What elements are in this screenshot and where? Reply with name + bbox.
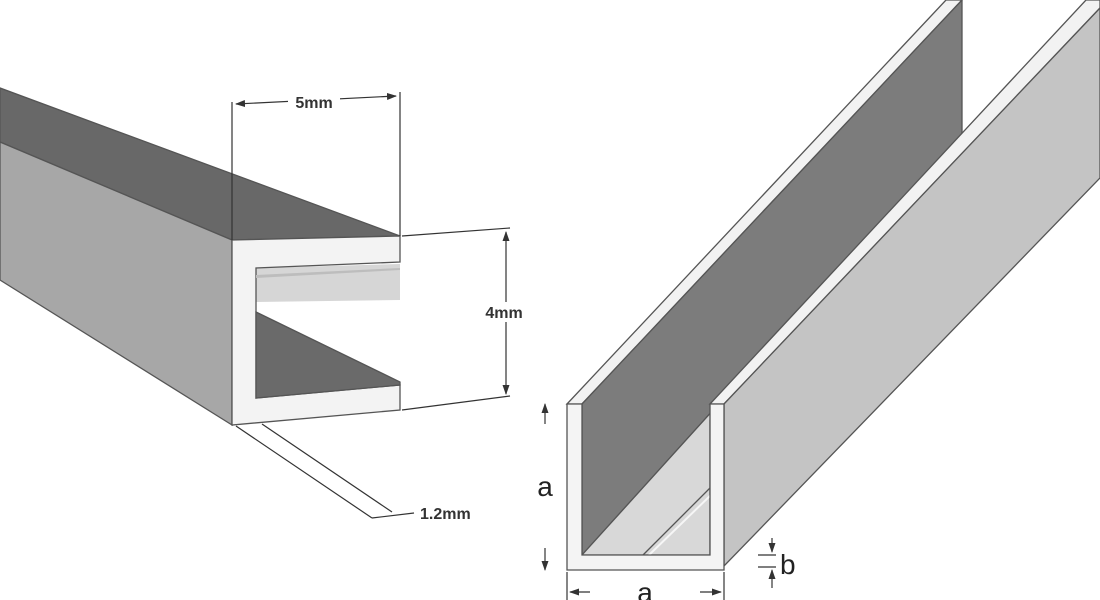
thickness-1.2mm-label: 1.2mm: [420, 506, 471, 523]
width-a-label: a: [637, 577, 653, 600]
height-4mm-label: 4mm: [485, 305, 522, 322]
left-channel-inner-shade: [256, 268, 400, 278]
thickness-b-label: b: [780, 549, 796, 580]
right-dimensions: a a b: [537, 403, 796, 600]
left-c-channel: [0, 87, 401, 427]
left-channel-bottom-flange: [255, 310, 401, 399]
width-5mm-label: 5mm: [295, 95, 332, 112]
right-channel-cross-section: [566, 403, 725, 571]
height-a-label: a: [537, 471, 553, 502]
right-u-channel: [565, 0, 1100, 571]
left-dimensions: 5mm 4mm 1.2mm: [231, 92, 532, 523]
right-channel-floor-groove: [641, 485, 713, 557]
